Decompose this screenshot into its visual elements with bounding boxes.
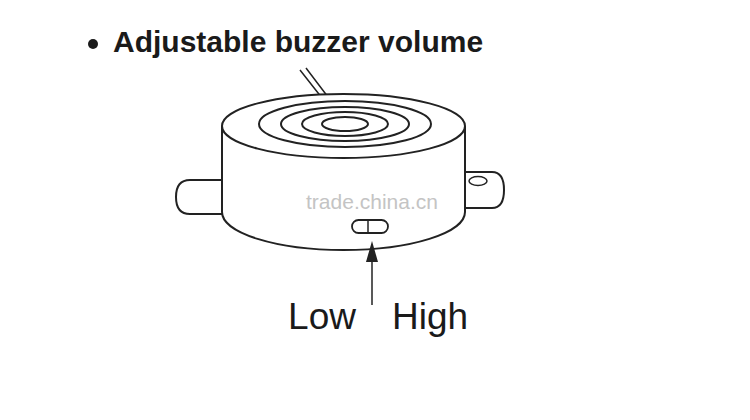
watermark: trade.china.cn xyxy=(306,190,438,214)
volume-label: Low xyxy=(288,296,356,338)
pointer-arrow xyxy=(366,241,378,305)
title: Adjustable buzzer volume xyxy=(113,25,483,59)
bullet xyxy=(88,39,98,49)
volume-label: High xyxy=(392,296,468,338)
buzzer-body xyxy=(176,68,504,250)
volume-slider xyxy=(352,220,388,233)
